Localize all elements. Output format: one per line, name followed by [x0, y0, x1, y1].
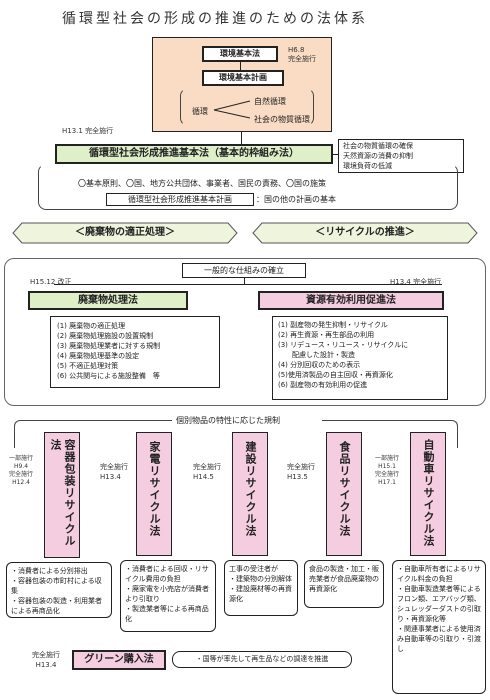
basic-plan-note: ：国の他の計画の基本 [256, 195, 336, 204]
list-item: (1) 副産物の発生抑制・リサイクル [278, 321, 388, 329]
connector-line [241, 132, 242, 144]
green-law-desc: ・国等が率先して再生品などの調達を推進 [172, 651, 352, 668]
cycle-bracket [180, 88, 314, 126]
law-date: 完全施行 H14.5 [193, 463, 221, 481]
connector-line [244, 278, 245, 284]
env-plan-box: 環境基本計画 [202, 70, 284, 86]
waste-arrow-label: ＜廃棄物の適正処理＞ [75, 227, 175, 238]
basic-law-date: H13.1 完全施行 [62, 127, 114, 135]
list-item: (3) リデュース・リユース・リサイクルに [278, 341, 409, 349]
list-item: ・消費者による回収・リサイクル費用の負担 [125, 565, 209, 583]
container-law-desc: ・消費者による分別排出 ・容器包装の市町村による収集 ・容器包装の製造・利用業者… [6, 562, 112, 618]
food-law-desc: 食品の製造・加工・販売業者が食品廃棄物の再資源化 [304, 560, 384, 608]
list-item: (3) 廃棄物処理業者に対する規制 [57, 342, 161, 350]
list-item: 配慮した設計・製造 [278, 351, 355, 359]
list-item: ・消費者による分別排出 [11, 567, 88, 575]
list-item: (2) 廃棄物処理施設の設置規制 [57, 332, 154, 340]
resource-law-box: 資源有効利用促進法 [258, 291, 444, 310]
appliance-law-label: 家電リサイクル法 [148, 441, 161, 537]
env-law-label: 環境基本法 [220, 49, 260, 58]
list-item: (4) 廃棄物処理基準の設定 [57, 352, 140, 360]
waste-law-box: 廃棄物処理法 [28, 291, 188, 310]
auto-law-desc: ・自動車所有者によるリサイクル料金の負担 ・自動車製造業者等によるフロン類、エア… [392, 560, 486, 694]
list-item: ・建設廃材等の再資源化 [229, 585, 292, 603]
resource-law-label: 資源有効利用促進法 [306, 295, 396, 306]
container-law-box: 容器包装リサイクル法 [44, 432, 80, 558]
connector-line [333, 154, 338, 155]
green-law-desc-text: ・国等が率先して再生品などの調達を推進 [195, 655, 329, 663]
list-item: 食品の製造・加工・販売業者が食品廃棄物の再資源化 [309, 565, 379, 593]
header-mask [172, 412, 322, 428]
waste-arrow-shape [12, 222, 238, 244]
page-title: 循環型社会の形成の推進のための法体系 [62, 11, 368, 27]
basic-law-label: 循環型社会形成推進基本法（基本的枠組み法） [89, 148, 299, 159]
resource-law-date: H13.4 完全施行 [390, 278, 442, 286]
appliance-law-desc: ・消費者による回収・リサイクル費用の負担 ・廃家電を小売店が消費者より引取り ・… [120, 560, 216, 632]
green-law-box: グリーン購入法 [72, 650, 166, 670]
list-item: ・廃家電を小売店が消費者より引取り [125, 585, 209, 603]
list-item: ・自動車所有者によるリサイクル料金の負担 [397, 565, 481, 583]
individual-header-text: 個別物品の特性に応じた規制 [176, 416, 280, 425]
appliance-law-box: 家電リサイクル法 [136, 432, 172, 556]
recycle-arrow-shape [252, 222, 478, 244]
list-item: (6) 公共関与による施設整備 等 [57, 372, 160, 380]
list-item: ・関連事業者による使用済み自動車等の引取り・引渡し [397, 625, 481, 653]
list-item: (5) 不適正処理対策 [57, 362, 119, 370]
container-law-label: 容器包装リサイクル法 [49, 439, 76, 547]
goal-item: 天然資源の消費の抑制 [343, 152, 413, 160]
goals-box: 社会の物質循環の確保 天然資源の消費の抑制 環境負荷の低減 [338, 139, 464, 173]
list-item: (5)使用済製品の自主回収・再資源化 [278, 371, 393, 379]
basic-plan-box: 循環型社会形成推進基本計画 [106, 193, 254, 206]
construction-law-desc: 工事の受注者が ・建築物の分別解体 ・建設廃材等の再資源化 [224, 560, 298, 616]
branch-lines [213, 100, 251, 119]
env-law-status: 完全施行 [288, 55, 316, 63]
auto-law-label: 自動車リサイクル法 [422, 439, 435, 547]
list-item: ・製造業者等による再商品化 [125, 605, 209, 623]
nature-cycle: 自然循環 [254, 97, 286, 106]
law-date: 一部施行 H15.1 完全施行 H17.1 [374, 455, 399, 486]
list-item: (4) 分別回収のための表示 [278, 361, 361, 369]
list-item: (1) 廃棄物の適正処理 [57, 322, 126, 330]
waste-law-label: 廃棄物処理法 [78, 295, 138, 306]
principles-text: 〇基本原則、〇国、地方公共団体、事業者、国民の責務、〇国の施策 [78, 179, 326, 188]
list-item: ・建築物の分別解体 [229, 575, 292, 583]
construction-law-label: 建設リサイクル法 [244, 441, 257, 537]
list-item: (6) 副産物の有効利用の促進 [278, 381, 368, 389]
list-item: (2) 再生資源・再生部品の利用 [278, 331, 375, 339]
social-cycle: 社会の物質循環 [254, 115, 310, 124]
green-law-date: 完全施行 H13.4 [32, 651, 60, 669]
resource-law-list: (1) 副産物の発生抑制・リサイクル (2) 再生資源・再生部品の利用 (3) … [272, 316, 448, 400]
general-header-box: 一般的な仕組みの確立 [182, 263, 306, 278]
waste-law-list: (1) 廃棄物の適正処理 (2) 廃棄物処理施設の設置規制 (3) 廃棄物処理業… [50, 316, 220, 388]
waste-law-date: H15.12 改正 [30, 278, 72, 286]
env-law-box: 環境基本法 [202, 46, 278, 62]
cycle-label: 循環 [192, 107, 208, 116]
goal-item: 環境負荷の低減 [343, 162, 392, 170]
law-date: 完全施行 H13.4 [100, 463, 128, 481]
list-item: ・自動車製造業者等によるフロン類、エアバッグ類、シュレッダーダストの引取り・再資… [397, 585, 481, 623]
general-frame [4, 258, 486, 406]
list-item: 工事の受注者が [229, 565, 278, 573]
basic-plan-label: 循環型社会形成推進基本計画 [128, 195, 232, 204]
basic-law-box: 循環型社会形成推進基本法（基本的枠組み法） [55, 144, 333, 164]
general-header: 一般的な仕組みの確立 [204, 266, 284, 275]
food-law-box: 食品リサイクル法 [326, 432, 362, 556]
recycle-arrow-label: ＜リサイクルの推進＞ [315, 227, 415, 238]
law-date: 完全施行 H13.5 [287, 463, 315, 481]
connector-line [240, 62, 241, 70]
food-law-label: 食品リサイクル法 [338, 441, 351, 537]
law-date: 一部施行 H9.4 完全施行 H12.4 [8, 455, 33, 486]
env-plan-label: 環境基本計画 [219, 73, 267, 82]
green-law-label: グリーン購入法 [84, 654, 154, 665]
list-item: ・容器包装の市町村による収集 [11, 577, 102, 595]
env-law-date: H6.8 [288, 46, 305, 54]
goal-item: 社会の物質循環の確保 [343, 142, 413, 150]
auto-law-box: 自動車リサイクル法 [410, 432, 446, 556]
list-item: ・容器包装の製造・利用業者による再商品化 [11, 597, 102, 615]
construction-law-box: 建設リサイクル法 [232, 432, 268, 556]
principles-panel [38, 164, 458, 210]
connector-line [54, 284, 442, 285]
